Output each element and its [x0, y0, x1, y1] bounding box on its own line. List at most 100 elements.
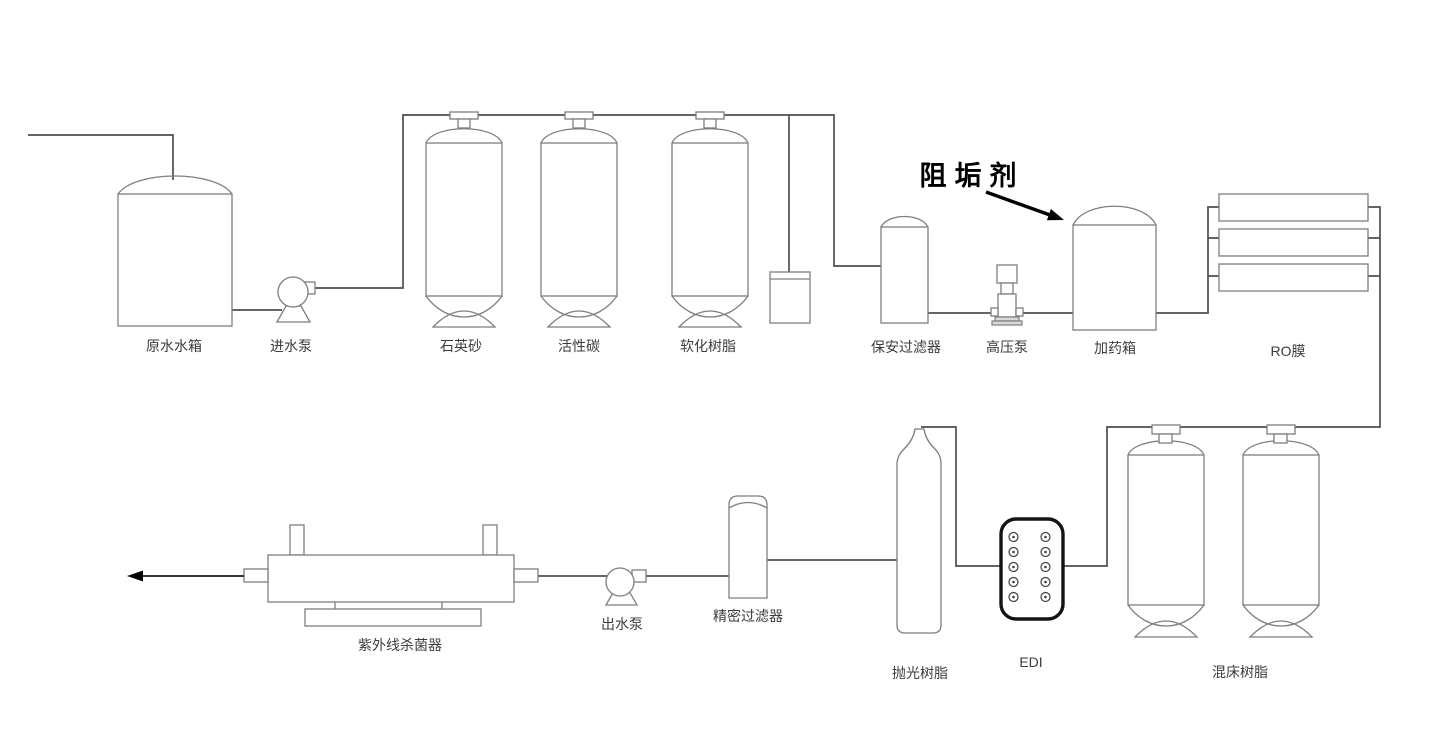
- pipe-edi-to-polisher: [921, 426, 1001, 567]
- hp-pump-base-upper: [994, 316, 1020, 322]
- security-filter-label: 保安过滤器: [871, 339, 941, 355]
- uv-top-stub-right: [482, 524, 498, 556]
- tank-body: [1127, 454, 1205, 606]
- tank-dome: [540, 128, 618, 144]
- ro-membrane-bank: [1218, 193, 1369, 292]
- tank-valve-neck: [703, 118, 717, 129]
- activated-carbon-label: 活性碳: [558, 338, 600, 354]
- tank-foot: [431, 310, 497, 328]
- tank-valve: [449, 111, 479, 120]
- raw-water-tank-dome: [117, 175, 233, 195]
- uv-right-port: [513, 568, 539, 583]
- tank-bottom-dish: [671, 295, 749, 318]
- edi-label: EDI: [1019, 654, 1042, 670]
- quartz-sand-tank: [425, 111, 503, 328]
- high-pressure-pump-label: 高压泵: [986, 339, 1028, 355]
- raw-water-tank-body: [117, 193, 233, 327]
- brine-box: [769, 271, 811, 324]
- antiscalant-annotation: 阻垢剂: [920, 161, 1064, 221]
- inlet-pump-base: [275, 305, 312, 323]
- tank-dome: [425, 128, 503, 144]
- precision-filter: [728, 495, 768, 599]
- security-filter: [880, 215, 929, 324]
- outlet-pump-volute: [605, 567, 635, 597]
- tank-body: [540, 142, 618, 297]
- raw-water-tank-label: 原水水箱: [146, 338, 202, 354]
- tank-valve-neck: [457, 118, 471, 129]
- softening-resin-tank: [671, 111, 749, 328]
- tank-bottom-dish: [1127, 604, 1205, 627]
- security-filter-body: [880, 226, 929, 324]
- edi-module: [999, 517, 1065, 621]
- edi-electrode-dots: [1008, 531, 1051, 603]
- raw-water-tank: [117, 175, 233, 327]
- dosing-tank-body: [1072, 224, 1157, 331]
- uv-top-stub-left: [289, 524, 305, 556]
- uv-left-port: [243, 568, 269, 583]
- polishing-resin-column: [896, 428, 942, 634]
- precision-filter-dome-line: [728, 501, 768, 509]
- tank-valve: [564, 111, 594, 120]
- dosing-tank: [1072, 205, 1157, 331]
- inlet-pump: [275, 276, 316, 323]
- tank-body: [671, 142, 749, 297]
- hp-pump-body: [997, 293, 1017, 318]
- precision-filter-body: [728, 495, 768, 599]
- mixed-bed-resin-tank-left: [1127, 424, 1205, 638]
- tank-bottom-dish: [1242, 604, 1320, 627]
- polishing-resin-label: 抛光树脂: [892, 665, 948, 681]
- activated-carbon-tank: [540, 111, 618, 328]
- outlet-pump-label: 出水泵: [601, 616, 643, 632]
- tank-bottom-dish: [540, 295, 618, 318]
- tank-valve: [695, 111, 725, 120]
- antiscalant-arrow-line: [985, 190, 1051, 217]
- polishing-resin-body: [896, 428, 942, 634]
- inlet-pump-volute: [277, 276, 309, 308]
- uv-sterilizer: [127, 524, 539, 627]
- antiscalant-label: 阻垢剂: [920, 161, 1025, 192]
- ro-membrane-label: RO膜: [1271, 343, 1306, 359]
- softening-resin-label: 软化树脂: [680, 338, 736, 354]
- dosing-tank-dome: [1072, 205, 1157, 226]
- hp-pump-left-flange: [990, 307, 999, 317]
- tank-valve: [1266, 424, 1296, 435]
- ro-vessel-1: [1218, 193, 1369, 222]
- tank-valve: [1151, 424, 1181, 435]
- tank-foot: [677, 310, 743, 328]
- mixed-bed-resin-tank-right: [1242, 424, 1320, 638]
- tank-dome: [671, 128, 749, 144]
- precision-filter-label: 精密过滤器: [713, 608, 783, 624]
- quartz-sand-label: 石英砂: [440, 338, 482, 354]
- mixed-bed-resin-label: 混床树脂: [1212, 664, 1268, 680]
- tank-foot: [546, 310, 612, 328]
- tank-valve-neck: [1273, 433, 1288, 444]
- hp-pump-motor: [996, 264, 1018, 284]
- high-pressure-pump: [990, 264, 1024, 326]
- hp-pump-base-lower: [991, 320, 1023, 326]
- tank-bottom-dish: [425, 295, 503, 318]
- uv-sterilizer-label: 紫外线杀菌器: [358, 637, 442, 653]
- equipment-labels: 原水水箱 进水泵 石英砂 活性碳 软化树脂 保安过滤器 高压泵 加药箱 RO膜 …: [146, 338, 1306, 681]
- uv-body: [267, 554, 515, 603]
- tank-valve-neck: [572, 118, 586, 129]
- ro-vessel-3: [1218, 263, 1369, 292]
- security-filter-dome: [880, 215, 929, 228]
- ro-vessel-2: [1218, 228, 1369, 257]
- pipe-dosing-to-ro: [1156, 206, 1219, 314]
- pipe-ro-right-manifold: [1063, 206, 1381, 567]
- tank-foot: [1248, 620, 1314, 638]
- pipe-pump-to-filters-top: [314, 114, 881, 289]
- tank-foot: [1133, 620, 1199, 638]
- uv-base-plate: [304, 608, 482, 627]
- hp-pump-neck: [1000, 282, 1014, 295]
- antiscalant-arrow-head: [1046, 209, 1064, 221]
- dosing-tank-label: 加药箱: [1094, 340, 1136, 356]
- inlet-pump-label: 进水泵: [270, 338, 312, 354]
- pipe-raw-inlet: [28, 134, 174, 180]
- outlet-pump: [604, 567, 647, 606]
- tank-valve-neck: [1158, 433, 1173, 444]
- pipes: [28, 114, 1381, 577]
- hp-pump-right-flange: [1015, 307, 1024, 317]
